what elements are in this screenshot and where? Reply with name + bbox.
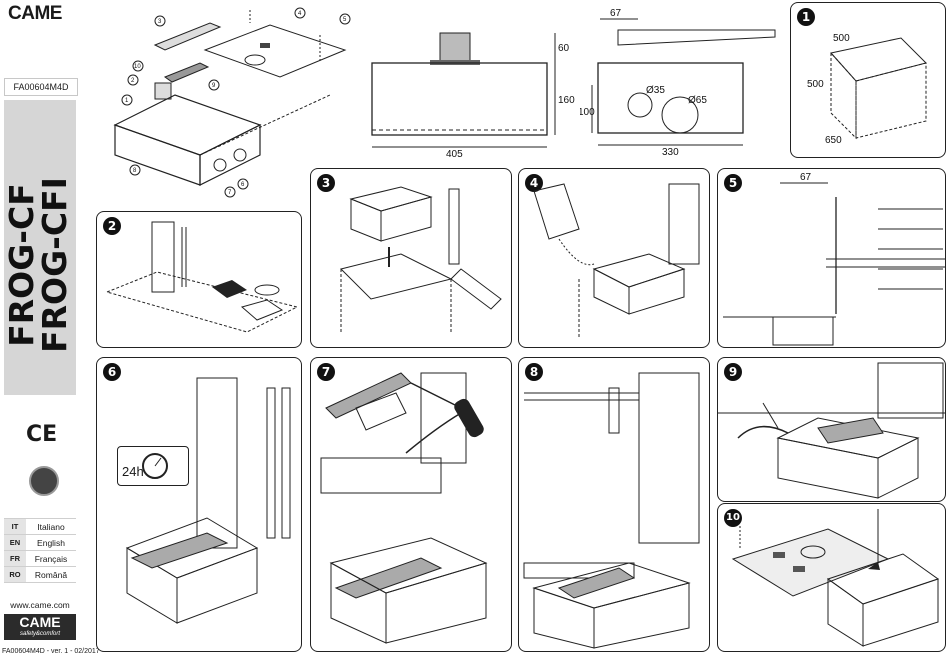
- website-link[interactable]: www.came.com: [10, 600, 70, 610]
- dim-front-width: 405: [446, 149, 463, 160]
- doc-code: FA00604M4D: [4, 78, 78, 96]
- callout-5: 5: [343, 17, 347, 23]
- brand-logo: CAME: [8, 3, 62, 24]
- dim-side-hole1: Ø35: [646, 85, 665, 96]
- dim-side-offset: 67: [610, 8, 622, 19]
- callout-8: 8: [133, 168, 137, 174]
- panel-step-2: 2: [96, 211, 302, 348]
- concrete-pour-diagram: [533, 183, 700, 339]
- logo-tagline: safety&comfort: [19, 631, 60, 637]
- came-logo-block: CAME safety&comfort: [4, 614, 76, 640]
- excavation-diagram: 500 500 650: [807, 33, 927, 146]
- panel-step-4: 4: [518, 168, 710, 348]
- dim-side-hole2: Ø65: [688, 95, 707, 106]
- product-title-line1: FROG-CF: [2, 183, 41, 347]
- dim-front-body: 160: [558, 95, 575, 106]
- panel-step-6: 6 24h: [96, 357, 302, 652]
- panel-step-10: 10: [717, 503, 946, 652]
- curing-diagram: [125, 377, 291, 624]
- dim-depth: 500: [833, 33, 850, 44]
- step-6-number: 6: [103, 363, 121, 381]
- dim-side-height: 100: [580, 107, 595, 118]
- product-title-line2: FROG-CFI: [35, 177, 74, 353]
- box-placement-diagram: [340, 186, 502, 334]
- dim-width: 650: [825, 135, 842, 146]
- step-8-number: 8: [525, 363, 543, 381]
- step-4-number: 4: [525, 174, 543, 192]
- exploded-view-diagram: 3 4 5 10 2 9 1 8 7 6: [113, 7, 351, 198]
- lubrication-diagram: [320, 372, 488, 644]
- dim-height: 500: [807, 79, 824, 90]
- step-7-number: 7: [317, 363, 335, 381]
- front-dimension-drawing: 60 160 405: [371, 32, 575, 160]
- step-9-number: 9: [724, 363, 742, 381]
- callout-10: 10: [134, 64, 141, 70]
- cover-fitting-diagram: [731, 509, 940, 647]
- step-1-number: 1: [797, 8, 815, 26]
- callout-1: 1: [125, 98, 129, 104]
- callout-6: 6: [241, 182, 245, 188]
- recycling-icon: [29, 466, 59, 496]
- callout-7: 7: [228, 190, 232, 196]
- callout-3: 3: [158, 19, 162, 25]
- timer-box: 24h: [117, 446, 189, 486]
- callout-4: 4: [298, 11, 302, 17]
- version-text: FA00604M4D - ver. 1 - 02/2017: [2, 648, 100, 655]
- alignment-diagram: 67: [723, 172, 945, 346]
- logo-name: CAME: [19, 614, 61, 630]
- cable-connection-diagram: [718, 362, 945, 499]
- panel-step-9: 9: [717, 357, 946, 502]
- ce-mark: CE: [26, 422, 58, 447]
- panel-step-8: 8: [518, 357, 710, 652]
- side-dimension-drawing: 67 Ø35 Ø65 100 330: [580, 8, 776, 158]
- callout-2: 2: [131, 78, 135, 84]
- dim-front-top: 60: [558, 43, 570, 54]
- title-band: [4, 100, 76, 395]
- step-3-number: 3: [317, 174, 335, 192]
- panel-step-3: 3: [310, 168, 512, 348]
- panel-step-7: 7: [310, 357, 512, 652]
- dim-side-width: 330: [662, 147, 679, 158]
- dim-alignment: 67: [800, 172, 812, 183]
- product-title: FROG-CF FROG-CFI: [2, 115, 75, 415]
- timer-label: 24h: [122, 464, 144, 479]
- gate-fitting-diagram: [523, 372, 700, 649]
- step-2-number: 2: [103, 217, 121, 235]
- panel-step-1: 1 500 500 650: [790, 2, 946, 158]
- conduit-diagram: [105, 221, 299, 333]
- panel-step-5: 5 67: [717, 168, 946, 348]
- step-10-number: 10: [724, 509, 742, 527]
- callout-9: 9: [212, 83, 216, 89]
- step-5-number: 5: [724, 174, 742, 192]
